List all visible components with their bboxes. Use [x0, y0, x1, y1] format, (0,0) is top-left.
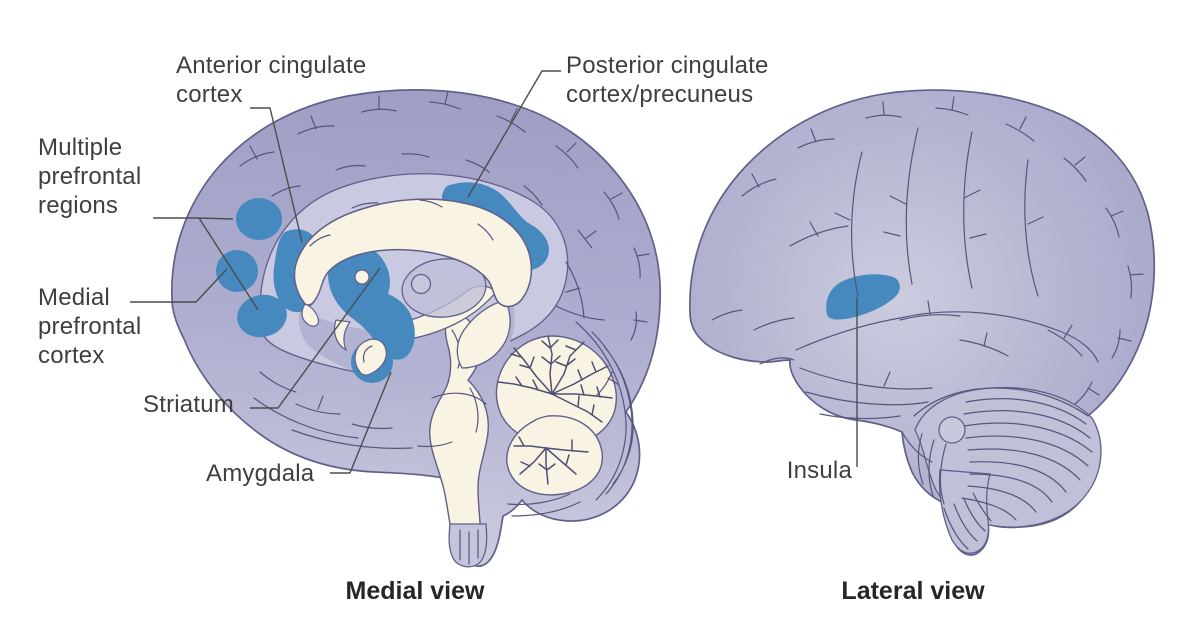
thalamus [401, 258, 487, 318]
leader-amygdala [330, 371, 392, 474]
prefrontal-region-3-highlight [237, 294, 287, 338]
label-insula: Insula [786, 457, 852, 484]
label-striatum: Striatum [143, 391, 234, 418]
cerebellum-striations [901, 387, 1093, 550]
leader-multiple-prefrontal [153, 217, 259, 311]
prefrontal-region-1-highlight [236, 198, 282, 240]
label-anterior-cingulate-cortex: Anterior cingulate cortex [176, 52, 367, 108]
flocculus [938, 416, 966, 444]
leader-medial-prefrontal [130, 268, 228, 303]
leader-anterior-cingulate [250, 107, 303, 243]
leader-striatum [250, 267, 381, 409]
splenium-wedge [456, 299, 511, 369]
leader-lines [130, 70, 858, 474]
leader-posterior-cingulate [467, 70, 561, 198]
label-posterior-cingulate-cortex-precuneus: Posterior cingulate cortex/precuneus [566, 52, 769, 108]
insula-highlight [826, 274, 900, 320]
medulla-tip [448, 523, 488, 568]
medial-brain [171, 89, 662, 568]
rostrum [301, 303, 320, 327]
medial-sulci [239, 90, 650, 449]
striatum-highlight [328, 243, 415, 360]
prefrontal-region-2-highlight [216, 250, 258, 292]
lateral-sulci [711, 96, 1144, 420]
lateral-brainstem [938, 469, 991, 554]
label-medial-prefrontal-cortex: Medial prefrontal cortex [38, 284, 142, 369]
corpus-callosum [293, 198, 533, 308]
lateral-brain [689, 89, 1156, 556]
label-amygdala: Amygdala [206, 460, 315, 487]
arbor-vitae [497, 335, 613, 485]
anterior-commissure [354, 269, 370, 285]
hippocampus [354, 338, 387, 376]
hypothalamic-highlight [381, 297, 397, 313]
medial-cerebellum [495, 321, 634, 517]
caption-lateral-view: Lateral view [841, 577, 985, 605]
label-multiple-prefrontal-regions: Multiple prefrontal regions [38, 134, 142, 219]
interthalamic-adhesion [410, 273, 432, 295]
caption-medial-view: Medial view [345, 577, 485, 605]
